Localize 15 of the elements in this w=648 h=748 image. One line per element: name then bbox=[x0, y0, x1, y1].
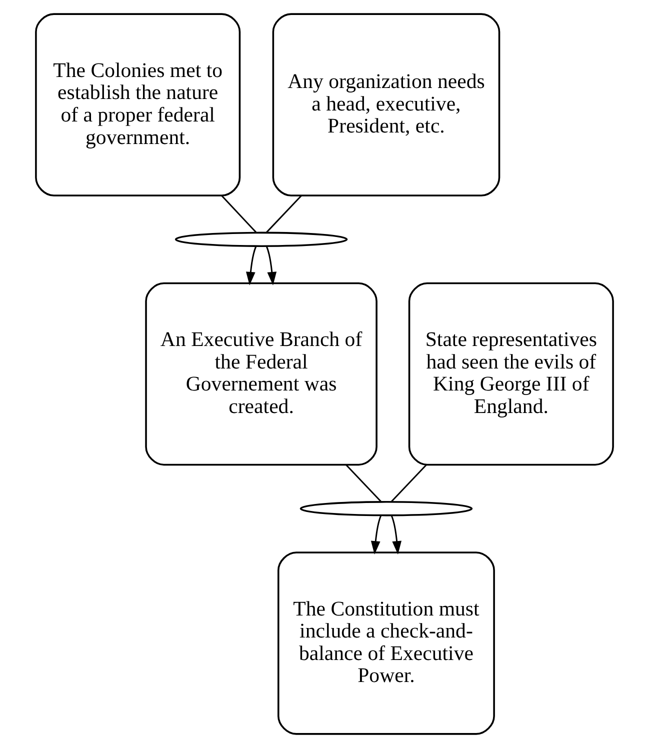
node-box: The Colonies met to establish the nature of a proper federal government. bbox=[34, 13, 240, 196]
node-ellipse bbox=[299, 501, 472, 516]
node-box: Any organization needs a head, executive, President, etc. bbox=[272, 13, 500, 196]
arrow bbox=[370, 515, 382, 555]
node-ellipse bbox=[174, 232, 348, 247]
arrow bbox=[265, 246, 276, 286]
connector bbox=[390, 464, 426, 502]
connector bbox=[266, 195, 302, 233]
connector bbox=[344, 464, 381, 502]
connector bbox=[220, 195, 256, 233]
node-box: The Constitution must include a check-and-balance of Executive Power. bbox=[277, 552, 494, 735]
arrow bbox=[246, 246, 256, 286]
node-box: State representatives had seen the evils of King George III of England. bbox=[408, 282, 614, 466]
arrow bbox=[390, 515, 402, 555]
node-box: An Executive Branch of the Federal Governement was created. bbox=[144, 282, 377, 466]
